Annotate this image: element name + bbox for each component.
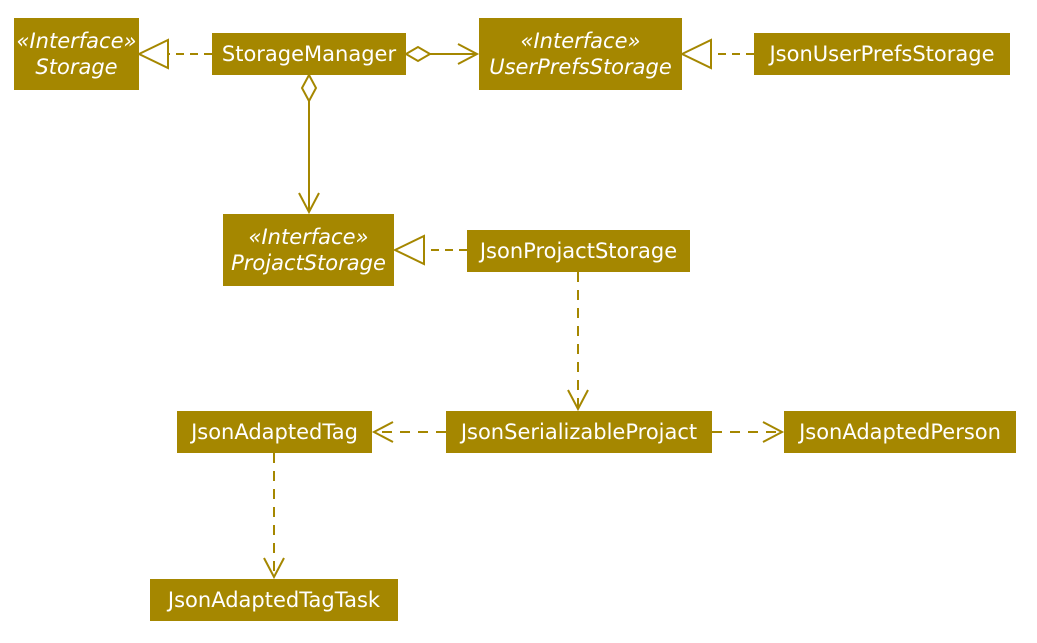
userprefsstorage-stereotype: «Interface» [520, 29, 641, 53]
jsonadaptedperson-name: JsonAdaptedPerson [799, 420, 1001, 444]
edge-storagemanager-storage [136, 38, 212, 70]
edge-serializable-person [712, 421, 785, 443]
projactstorage-stereotype: «Interface» [248, 225, 369, 249]
userprefsstorage-name: UserPrefsStorage [489, 55, 672, 79]
edge-storagemanager-userprefs [404, 43, 480, 65]
jsonadaptedtag-name: JsonAdaptedTag [191, 420, 358, 444]
storagemanager-class-box: StorageManager [212, 33, 406, 75]
jsonadaptedtag-class-box: JsonAdaptedTag [177, 411, 372, 453]
jsonuserprefsstorage-name: JsonUserPrefsStorage [769, 42, 995, 66]
userprefsstorage-interface-box: «Interface» UserPrefsStorage [479, 18, 682, 90]
jsonserializableprojact-name: JsonSerializableProjact [460, 420, 698, 444]
edge-serializable-tag [371, 421, 446, 443]
jsonprojactstorage-name: JsonProjactStorage [479, 239, 678, 263]
storage-stereotype: «Interface» [16, 29, 137, 53]
edge-jsonuserprefs-userprefs [679, 38, 754, 70]
projactstorage-name: ProjactStorage [231, 251, 386, 275]
projactstorage-interface-box: «Interface» ProjactStorage [223, 214, 394, 286]
storage-name: Storage [35, 55, 118, 79]
jsonuserprefsstorage-class-box: JsonUserPrefsStorage [754, 33, 1010, 75]
edge-jsonprojact-projactstorage [392, 234, 467, 266]
storagemanager-name: StorageManager [221, 42, 397, 66]
jsonprojactstorage-class-box: JsonProjactStorage [467, 230, 690, 272]
jsonadaptedtagtask-name: JsonAdaptedTagTask [167, 588, 381, 612]
edge-jsonprojact-serializable [567, 272, 589, 412]
storage-interface-box: «Interface» Storage [14, 18, 139, 90]
edge-storagemanager-projactstorage [298, 72, 320, 215]
edge-tag-tagtask [263, 453, 285, 580]
jsonadaptedperson-class-box: JsonAdaptedPerson [784, 411, 1016, 453]
jsonserializableprojact-class-box: JsonSerializableProjact [446, 411, 712, 453]
jsonadaptedtagtask-class-box: JsonAdaptedTagTask [150, 579, 398, 621]
